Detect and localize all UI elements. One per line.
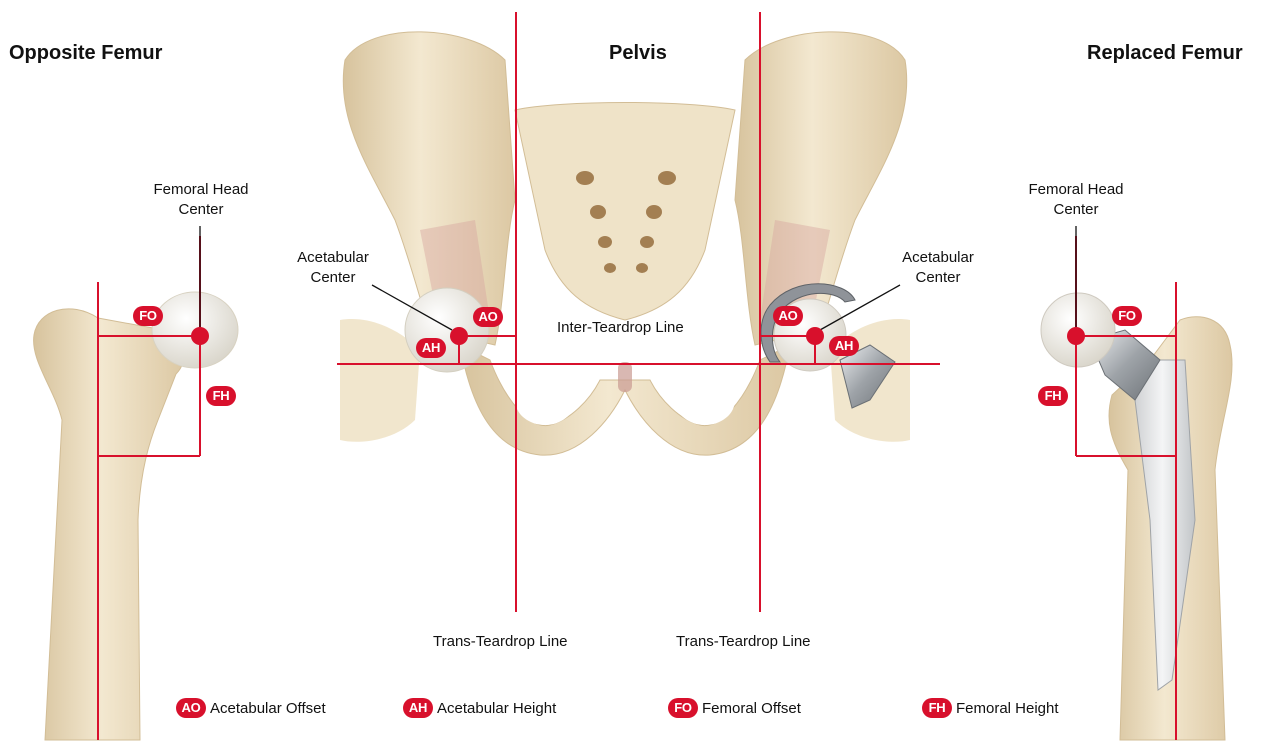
- opposite-femur-bone: [34, 292, 238, 740]
- femoral-head-center-left-line2: Center: [139, 200, 263, 220]
- ah-badge-right: AH: [829, 336, 859, 356]
- legend-item-acetabular-height: AH Acetabular Height: [403, 697, 556, 719]
- pelvis-bone: [340, 32, 910, 455]
- acetabular-center-right-line1: Acetabular: [888, 248, 988, 268]
- legend-badge-fh: FH: [922, 698, 952, 718]
- femoral-head-center-left-line1: Femoral Head: [139, 180, 263, 200]
- legend-item-femoral-height: FH Femoral Height: [922, 697, 1059, 719]
- trans-teardrop-line-label-right: Trans-Teardrop Line: [676, 632, 811, 652]
- femoral-head-center-right-line2: Center: [1014, 200, 1138, 220]
- inter-teardrop-line-label: Inter-Teardrop Line: [557, 318, 684, 338]
- pelvis-title: Pelvis: [609, 42, 667, 65]
- femoral-head-center-label-left: Femoral Head Center: [139, 180, 263, 220]
- ao-badge-left: AO: [473, 307, 503, 327]
- femoral-head-center-right-line1: Femoral Head: [1014, 180, 1138, 200]
- legend-item-femoral-offset: FO Femoral Offset: [668, 697, 801, 719]
- legend-item-acetabular-offset: AO Acetabular Offset: [176, 697, 326, 719]
- legend-badge-ao: AO: [176, 698, 206, 718]
- trans-teardrop-line-label-left: Trans-Teardrop Line: [433, 632, 568, 652]
- legend-text-acetabular-height: Acetabular Height: [437, 700, 556, 717]
- acetabular-center-label-right: Acetabular Center: [888, 248, 988, 288]
- legend-text-acetabular-offset: Acetabular Offset: [210, 700, 326, 717]
- fh-badge-left: FH: [206, 386, 236, 406]
- legend-text-femoral-offset: Femoral Offset: [702, 700, 801, 717]
- femoral-head-center-label-right: Femoral Head Center: [1014, 180, 1138, 220]
- acetabular-center-label-left: Acetabular Center: [283, 248, 383, 288]
- ao-badge-right: AO: [773, 306, 803, 326]
- ah-badge-left: AH: [416, 338, 446, 358]
- fh-badge-right: FH: [1038, 386, 1068, 406]
- legend-text-femoral-height: Femoral Height: [956, 700, 1059, 717]
- legend-badge-ah: AH: [403, 698, 433, 718]
- replaced-femur-title: Replaced Femur: [1087, 42, 1243, 65]
- fo-badge-left: FO: [133, 306, 163, 326]
- acetabular-center-right-line2: Center: [888, 268, 988, 288]
- legend-badge-fo: FO: [668, 698, 698, 718]
- acetabular-center-left-line1: Acetabular: [283, 248, 383, 268]
- replaced-femur-bone: [1041, 293, 1232, 740]
- fo-badge-right: FO: [1112, 306, 1142, 326]
- opposite-femur-title: Opposite Femur: [9, 42, 162, 65]
- acetabular-center-left-line2: Center: [283, 268, 383, 288]
